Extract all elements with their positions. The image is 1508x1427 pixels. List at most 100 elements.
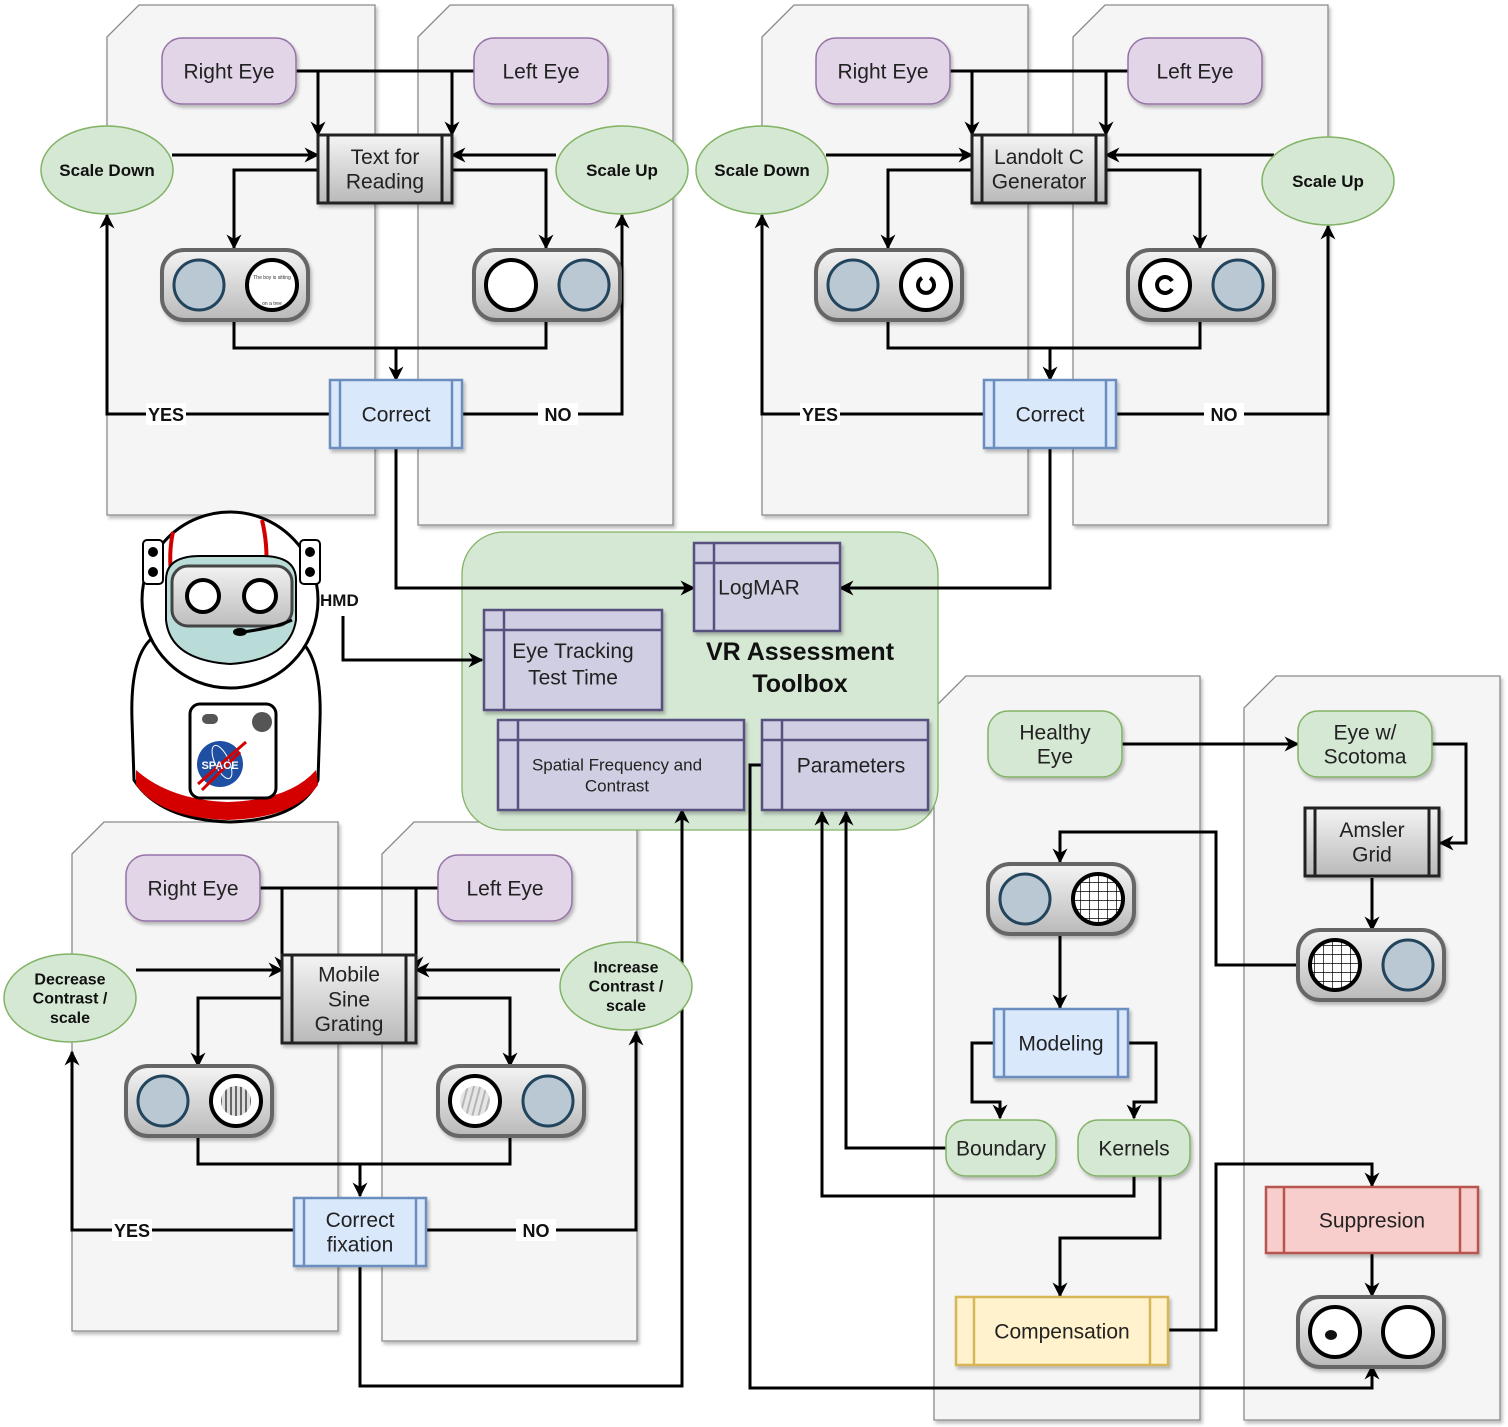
right-eye-node-label: Right Eye [183,61,274,84]
text-for-reading-process-label: Reading [346,171,424,194]
lens-left-icon [136,1074,190,1128]
no-label-bg [1204,403,1244,425]
boundary-node[interactable]: Boundary [945,1119,1057,1177]
scale-down-node-label: Scale Down [59,161,154,180]
healthy-eye-node-label: Eye [1037,745,1073,768]
right-eye-node-landolt[interactable]: Right Eye [815,37,951,105]
process-to-left-hmd [452,168,554,250]
left-eye-node[interactable]: Left Eye [473,37,609,105]
hmd-to-eye-tracking [341,616,484,668]
left-eye-node-landolt[interactable]: Left Eye [1127,37,1263,105]
scale-up-node[interactable]: Scale Up [555,125,689,215]
amsler-grid-process-label: Amsler [1339,819,1404,842]
landolt-c-generator-process-label: Landolt C [994,146,1084,169]
right-eye-node-landolt-label: Right Eye [837,61,928,84]
process-to-left-hmd [1106,168,1208,250]
astronaut-illustration: SPACE HMD [130,510,359,824]
yes-label: YES [148,405,184,425]
fixation-to-spatial [358,808,690,1388]
display-left-grid-icon [1308,938,1362,992]
hmd-landolt-right [814,248,964,322]
spatial-frequency-item-label: Contrast [585,777,650,796]
right-eye-node-contrast-label: Right Eye [147,878,238,901]
lens-right-icon [521,1074,575,1128]
lens-right-icon [1381,938,1435,992]
scale-up-node-label: Scale Up [586,161,658,180]
correct-to-logmar [394,448,696,596]
hmd-text-left [472,248,622,322]
hmd-contrast-right [124,1064,274,1138]
yes-label: YES [114,1221,150,1241]
display-right-text-icon [245,258,299,312]
correct-decision-text[interactable]: Correct [328,378,464,450]
lens-right-icon [557,258,611,312]
correct-decision-text-label: Correct [362,404,431,427]
stimulus-text: on a tree [262,301,282,307]
space-badge-icon: SPACE [197,740,247,792]
hmd-label: HMD [320,591,359,610]
parameters-item[interactable]: Parameters [760,718,930,812]
scale-up-node-landolt[interactable]: Scale Up [1261,136,1395,226]
yes-label-bg [800,403,840,425]
badge-text: SPACE [201,760,238,772]
process-to-right-hmd [226,168,318,250]
decrease-contrast-node-label: Decrease [34,971,105,988]
right-eye-node[interactable]: Right Eye [161,37,297,105]
healthy-eye-node-label: Healthy [1019,721,1091,744]
display-left-blank-icon [484,258,538,312]
scotoma-dot-icon [1325,1330,1337,1340]
scotoma-to-amsler [1432,742,1468,851]
text-for-reading-process-label: Text for [351,146,420,169]
scale-down-node-landolt[interactable]: Scale Down [695,125,829,215]
parameters-to-suppression-hmd [748,763,1380,1390]
helmet-light-left [142,539,164,585]
suppression-process[interactable]: Suppresion [1264,1185,1480,1255]
left-eye-node-contrast[interactable]: Left Eye [437,854,573,922]
boundary-to-parameters [838,810,946,1150]
parameters-item-label: Parameters [797,755,906,778]
correct-decision-landolt[interactable]: Correct [982,378,1118,450]
landolt-correct-to-logmar [838,448,1052,596]
display-right-landoltR-icon [899,258,953,312]
display-left-landoltL-icon [1138,258,1192,312]
logmar-item[interactable]: LogMAR [692,541,842,633]
modeling-process[interactable]: Modeling [992,1007,1130,1079]
no-label: NO [1211,405,1238,425]
yes-branch [64,1050,294,1232]
scotoma-hmd-to-healthy-hmd [1052,830,1298,967]
landolt-c-icon [1155,275,1174,295]
process-to-right-hmd [190,996,282,1068]
left-eye-node-contrast-label: Left Eye [466,878,543,901]
compensation-process[interactable]: Compensation [954,1295,1170,1367]
increase-contrast-node-label: scale [606,998,646,1015]
hmd-join [196,1136,512,1166]
spatial-frequency-item-label: Spatial Frequency and [532,755,702,774]
mobile-sine-grating-process-label: Sine [328,988,370,1011]
display-right-grid-icon [1071,872,1125,926]
right-eye-node-contrast[interactable]: Right Eye [125,854,261,922]
hmd-contrast-left [436,1064,586,1138]
increase-contrast-node-label: Contrast / [589,979,664,996]
no-label: NO [523,1221,550,1241]
display-right-blank-icon [1381,1305,1435,1359]
eye-scotoma-node-label: Eye w/ [1333,721,1396,744]
no-branch [426,1030,644,1232]
yes-label-bg [146,403,186,425]
eye-scotoma-node[interactable]: Eye w/Scotoma [1297,710,1433,778]
kernels-node[interactable]: Kernels [1077,1119,1191,1177]
kernels-to-parameters [814,810,1136,1198]
eye-scotoma-node-label: Scotoma [1324,745,1407,768]
hmd-scotoma-amsler [1296,928,1446,1002]
scale-down-node[interactable]: Scale Down [40,125,174,215]
